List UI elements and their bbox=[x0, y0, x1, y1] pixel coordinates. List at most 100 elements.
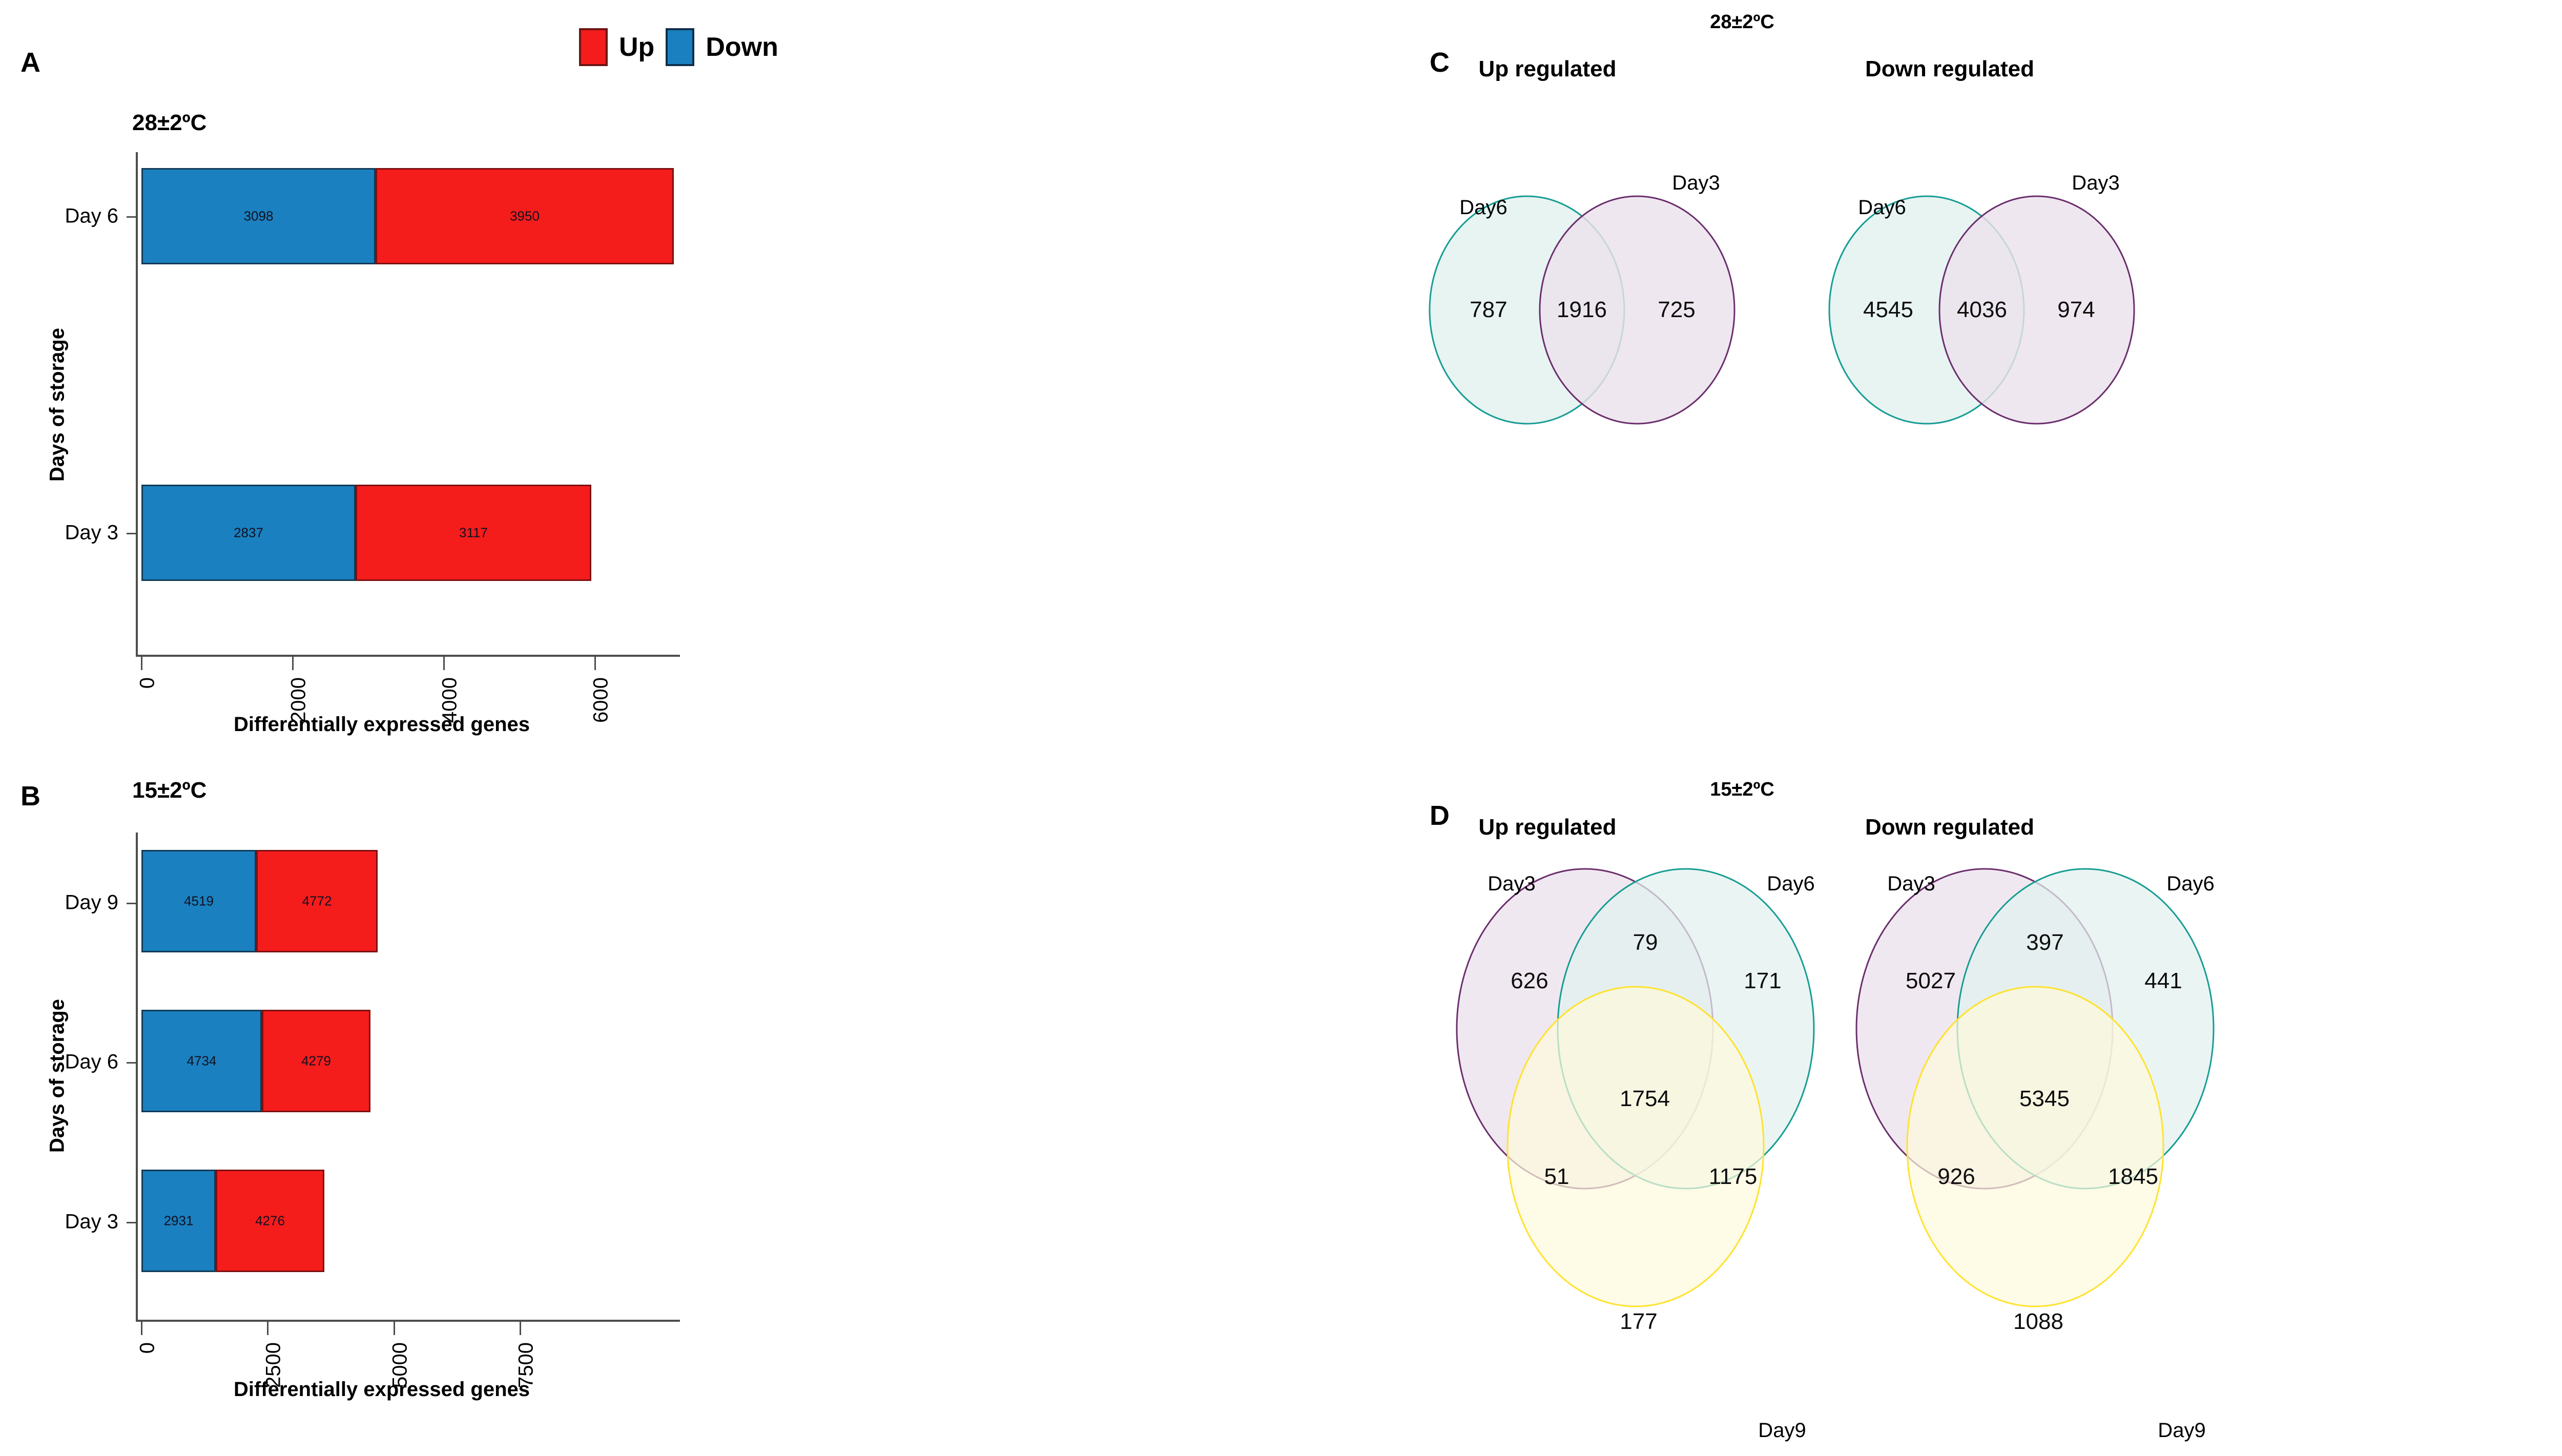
panel-b-bar-day9-down: 4519 bbox=[141, 850, 256, 952]
panel-b-x-axis bbox=[136, 1320, 680, 1322]
legend-label-down: Down bbox=[706, 32, 778, 62]
panel-c-down-setlabel-day3: Day3 bbox=[2072, 172, 2120, 194]
panel-b-value-day6-down: 4734 bbox=[187, 1053, 217, 1069]
panel-d-down-day3-day9: 926 bbox=[1937, 1164, 1975, 1189]
panel-b-y-axis bbox=[136, 833, 138, 1322]
panel-label-c: C bbox=[1430, 47, 1450, 78]
panel-a-bar-chart: Day 6 Day 3 3098 3950 2837 3117 0 2000 4… bbox=[0, 0, 1383, 743]
panel-d-down-venn bbox=[1845, 850, 2255, 1445]
panel-d-up-setlabel-day3: Day3 bbox=[1487, 872, 1536, 895]
panel-a-ytick-day6 bbox=[127, 216, 137, 218]
panel-a-value-day3-up: 3117 bbox=[459, 525, 488, 540]
panel-a-x-axis-title: Differentially expressed genes bbox=[233, 713, 530, 736]
panel-d-up-all-three: 1754 bbox=[1620, 1086, 1670, 1111]
panel-d-down-day6-only: 441 bbox=[2144, 968, 2182, 993]
panel-a-xtick-2000 bbox=[292, 657, 294, 670]
legend-label-up: Up bbox=[619, 32, 655, 62]
panel-c-up-left-only: 787 bbox=[1470, 297, 1507, 322]
panel-b-bar-day3-up: 4276 bbox=[216, 1170, 324, 1272]
panel-d-temperature: 15±2ºC bbox=[1710, 779, 1774, 800]
panel-d-down-all-three: 5345 bbox=[2019, 1086, 2070, 1111]
panel-b-ytick-day6 bbox=[127, 1062, 137, 1064]
panel-label-d: D bbox=[1430, 800, 1450, 831]
panel-b-ytick-day9 bbox=[127, 903, 137, 904]
panel-a-bar-day6-up: 3950 bbox=[376, 168, 674, 264]
panel-b-bar-day3-down: 2931 bbox=[141, 1170, 216, 1272]
panel-d-down-setlabel-day3: Day3 bbox=[1887, 872, 1935, 895]
panel-b-bar-day9-up: 4772 bbox=[256, 850, 378, 952]
panel-a-value-day6-down: 3098 bbox=[243, 208, 274, 224]
panel-b-xtick-2500 bbox=[267, 1322, 268, 1335]
panel-d-up-venn bbox=[1445, 850, 1855, 1445]
panel-b-bar-day6-up: 4279 bbox=[262, 1010, 370, 1112]
panel-c-down-intersection: 4036 bbox=[1957, 297, 2007, 322]
panel-d-down-day3-only: 5027 bbox=[1906, 968, 1956, 993]
panel-d-down-setlabel-day6: Day6 bbox=[2166, 872, 2215, 895]
panel-d-up-day9-only: 177 bbox=[1620, 1309, 1658, 1334]
panel-a-ytick-day3 bbox=[127, 533, 137, 534]
panel-c-up-title: Up regulated bbox=[1478, 56, 1617, 81]
panel-b-value-day3-down: 2931 bbox=[163, 1213, 194, 1229]
panel-c-up-intersection: 1916 bbox=[1557, 297, 1607, 322]
panel-b-y-axis-title: Days of storage bbox=[46, 999, 69, 1153]
panel-a-x-axis bbox=[136, 655, 680, 657]
venn-ellipse-day3-purple bbox=[1539, 195, 1735, 425]
panel-a-xtick-6000 bbox=[594, 657, 596, 670]
panel-c-up-venn bbox=[1424, 169, 1804, 456]
panel-d-up-setlabel-day9: Day9 bbox=[1758, 1419, 1806, 1442]
panel-d-up-day3-day6: 79 bbox=[1633, 930, 1658, 955]
panel-d-up-day3-day9: 51 bbox=[1544, 1164, 1569, 1189]
panel-b-xticklabel-0: 0 bbox=[136, 1342, 159, 1354]
panel-c-down-title: Down regulated bbox=[1865, 56, 2035, 81]
legend-swatch-down bbox=[666, 28, 695, 66]
panel-d-down-setlabel-day9: Day9 bbox=[2158, 1419, 2206, 1442]
panel-d-down-title: Down regulated bbox=[1865, 815, 2035, 840]
panel-a-xtick-0 bbox=[141, 657, 142, 670]
panel-b-ylabel-day9: Day 9 bbox=[65, 891, 119, 914]
panel-d-up-day6-day9: 1175 bbox=[1708, 1164, 1758, 1189]
chart-legend: Up Down bbox=[579, 28, 778, 66]
panel-b-xtick-0 bbox=[141, 1322, 142, 1335]
panel-b-value-day6-up: 4279 bbox=[301, 1053, 331, 1069]
panel-b-xtick-7500 bbox=[520, 1322, 521, 1335]
panel-label-a: A bbox=[20, 47, 40, 78]
panel-a-temperature: 28±2ºC bbox=[132, 110, 207, 135]
panel-d-up-day6-only: 171 bbox=[1744, 968, 1782, 993]
panel-b-x-axis-title: Differentially expressed genes bbox=[233, 1378, 530, 1401]
panel-c-down-setlabel-day6: Day6 bbox=[1858, 196, 1906, 219]
panel-c-temperature: 28±2ºC bbox=[1710, 11, 1774, 33]
panel-d-down-day3-day6: 397 bbox=[2026, 930, 2064, 955]
panel-c-up-right-only: 725 bbox=[1658, 297, 1696, 322]
panel-b-ylabel-day3: Day 3 bbox=[65, 1210, 119, 1233]
venn-ellipse-day3-purple bbox=[1938, 195, 2135, 425]
panel-b-value-day9-up: 4772 bbox=[302, 893, 332, 909]
panel-a-xtick-4000 bbox=[443, 657, 445, 670]
panel-d-up-day3-only: 626 bbox=[1511, 968, 1548, 993]
panel-a-value-day6-up: 3950 bbox=[510, 208, 540, 224]
panel-c-down-left-only: 4545 bbox=[1863, 297, 1913, 322]
panel-b-ylabel-day6: Day 6 bbox=[65, 1050, 119, 1073]
panel-d-up-title: Up regulated bbox=[1478, 815, 1617, 840]
panel-b-bar-chart: Day 9 Day 6 Day 3 4519 4772 4734 4279 29… bbox=[46, 833, 680, 1401]
panel-b-value-day9-down: 4519 bbox=[184, 893, 214, 909]
panel-c-down-right-only: 974 bbox=[2057, 297, 2095, 322]
panel-d-up-setlabel-day6: Day6 bbox=[1767, 872, 1815, 895]
panel-b-value-day3-up: 4276 bbox=[255, 1213, 285, 1229]
panel-a-y-axis bbox=[136, 152, 138, 657]
panel-a-bar-day6-down: 3098 bbox=[141, 168, 376, 264]
panel-c-up-setlabel-day6: Day6 bbox=[1459, 196, 1507, 219]
panel-c-down-venn bbox=[1824, 169, 2203, 456]
panel-b-xtick-5000 bbox=[394, 1322, 395, 1335]
panel-c-up-setlabel-day3: Day3 bbox=[1672, 172, 1720, 194]
panel-a-bar-day3-up: 3117 bbox=[356, 485, 591, 581]
legend-swatch-up bbox=[579, 28, 608, 66]
venn-ellipse-day9-yellow bbox=[1906, 986, 2164, 1307]
panel-d-down-day6-day9: 1845 bbox=[2108, 1164, 2158, 1189]
panel-a-ylabel-day3: Day 3 bbox=[65, 521, 119, 544]
panel-b-ytick-day3 bbox=[127, 1222, 137, 1223]
panel-a-value-day3-down: 2837 bbox=[234, 525, 263, 540]
panel-b-bar-day6-down: 4734 bbox=[141, 1010, 262, 1112]
panel-a-bar-day3-down: 2837 bbox=[141, 485, 356, 581]
panel-label-b: B bbox=[20, 781, 40, 812]
panel-d-down-day9-only: 1088 bbox=[2013, 1309, 2063, 1334]
